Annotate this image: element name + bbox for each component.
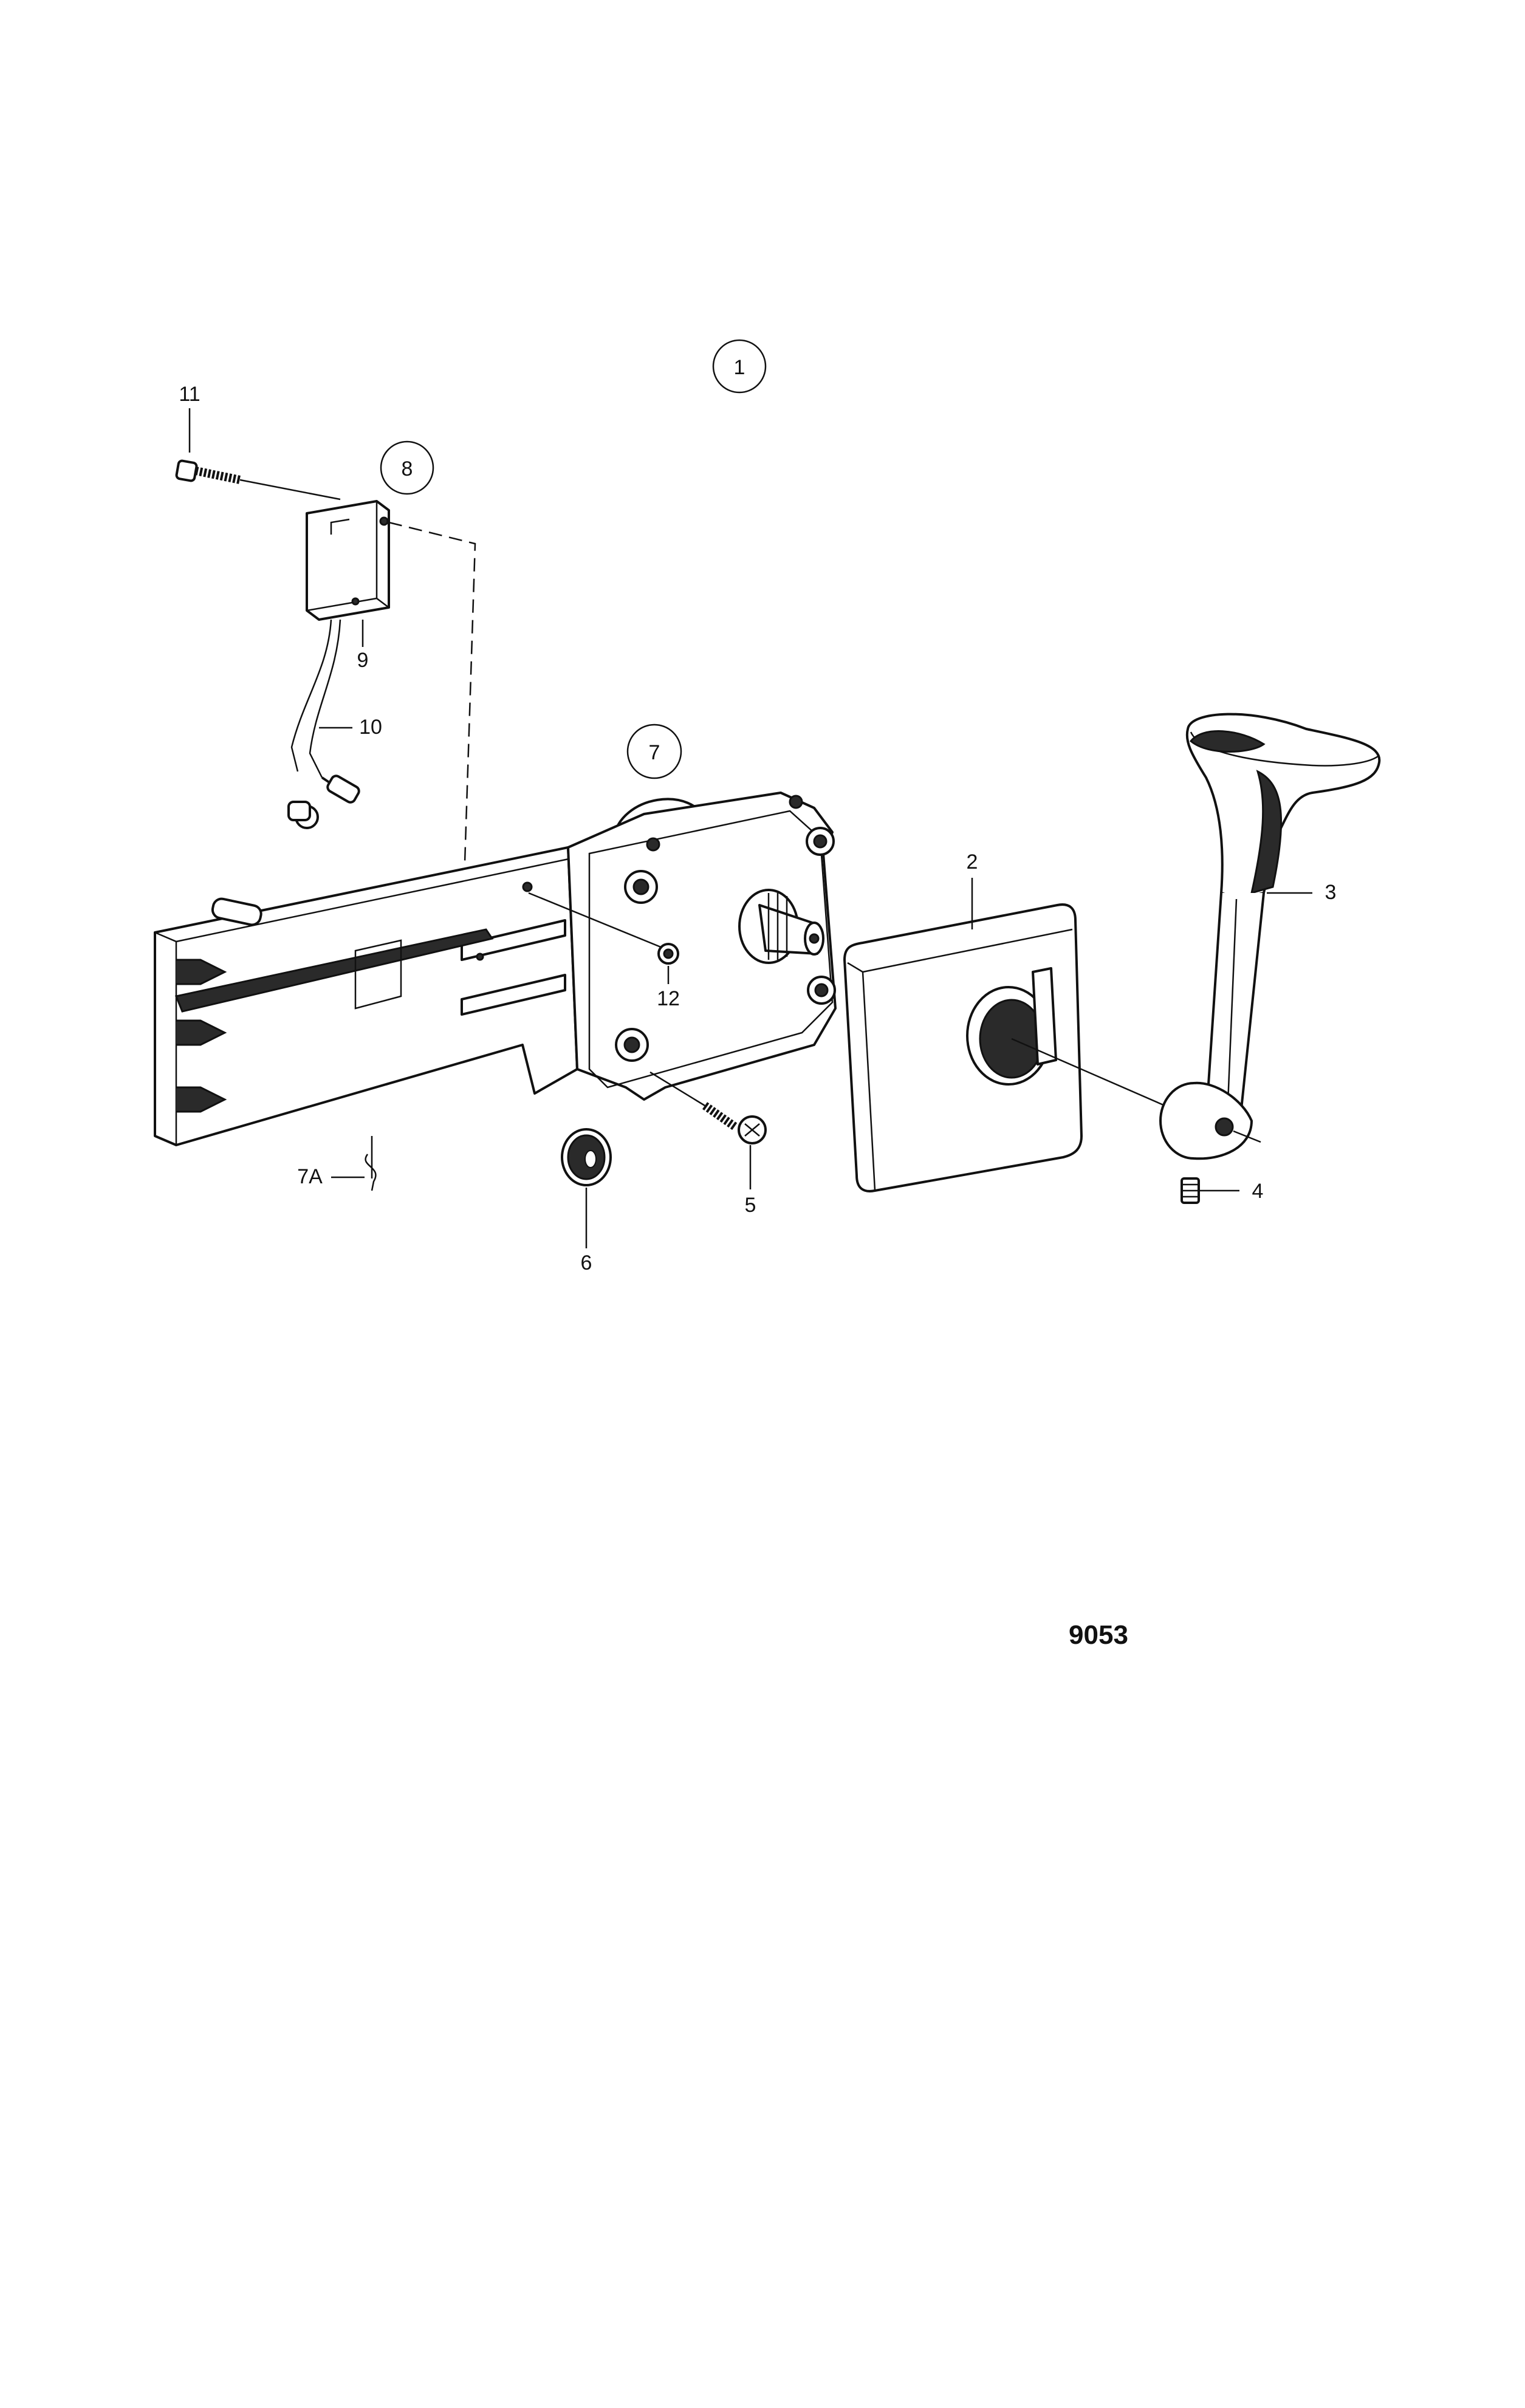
part-10-cable-harness: 10: [287, 619, 382, 829]
part-7a-spring-clip: 7A: [297, 1136, 377, 1191]
bracket: [154, 846, 581, 1146]
svg-text:1: 1: [734, 356, 745, 379]
part-3-handle: 3: [1159, 713, 1381, 1160]
callout-1: 1: [712, 339, 767, 394]
svg-text:12: 12: [657, 987, 680, 1010]
svg-text:10: 10: [359, 716, 382, 739]
part-2-cover-plate: 2: [843, 850, 1179, 1192]
svg-text:5: 5: [745, 1194, 756, 1217]
part-5-screw: 5: [649, 1071, 767, 1217]
callout-7: 7: [626, 723, 682, 779]
svg-text:3: 3: [1325, 881, 1337, 904]
part-11-screw: 11: [175, 383, 341, 501]
part-9-switch-box: 9: [306, 500, 390, 672]
svg-text:8: 8: [402, 457, 413, 481]
svg-text:9: 9: [357, 649, 369, 672]
drawing-number: 9053: [1069, 1620, 1128, 1650]
part-12-nut: 12: [528, 892, 680, 1010]
svg-text:7A: 7A: [297, 1165, 323, 1188]
callout-8: 8: [380, 440, 434, 495]
svg-text:2: 2: [967, 850, 978, 874]
part-7-control-housing: [567, 792, 837, 1101]
svg-text:4: 4: [1252, 1180, 1264, 1203]
svg-text:6: 6: [581, 1251, 592, 1274]
svg-text:7: 7: [649, 741, 660, 764]
part-6-washer: 6: [561, 1128, 612, 1274]
part-4-set-screw: 4: [1181, 1177, 1264, 1204]
dashed-assembly-line: [388, 521, 476, 863]
svg-text:11: 11: [179, 383, 200, 406]
